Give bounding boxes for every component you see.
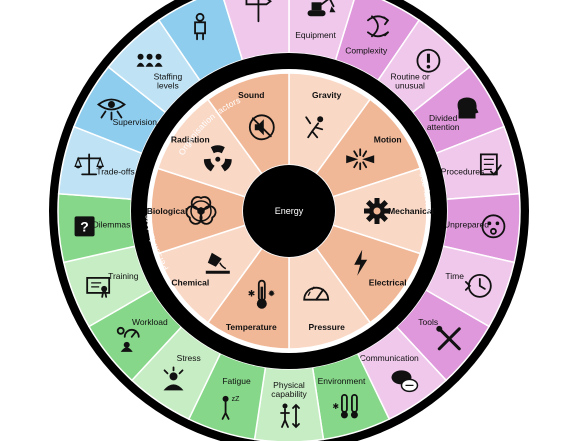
outer-factor-label: Unprepared: [444, 219, 489, 229]
outer-factor-label: Supervision: [113, 117, 158, 127]
certificate-icon: [86, 276, 111, 298]
worker-icon: [194, 12, 206, 41]
surprised-face-icon: [481, 214, 506, 239]
outer-segment-body-arrows: [253, 366, 325, 441]
svg-text:✱: ✱: [248, 289, 256, 299]
outer-factor-label: Tools: [418, 317, 438, 327]
energy-factor-label: Radiation: [171, 134, 210, 144]
complexity-arrows-icon: [367, 15, 389, 38]
outer-factor-label: Fatigue: [222, 376, 251, 386]
svg-text:?: ?: [80, 218, 89, 234]
gear-icon: [364, 198, 390, 224]
sleeping-person-icon: zZ: [221, 395, 241, 420]
thermometer-icon: ✱✹: [248, 279, 276, 309]
outer-factor-label: Workload: [132, 317, 168, 327]
biohazard-icon: [185, 196, 217, 225]
motion-arrows-icon: [346, 148, 375, 171]
svg-text:zZ: zZ: [232, 396, 241, 403]
energy-factor-label: Chemical: [171, 278, 209, 288]
svg-text:✱: ✱: [332, 402, 339, 411]
falling-person-icon: [305, 116, 324, 139]
outer-factor-label: Dilemmas: [93, 219, 131, 229]
stressed-person-icon: [163, 366, 184, 391]
outer-factor-label: Equipment: [295, 30, 336, 40]
outer-factor-label: Communication: [360, 353, 419, 363]
outer-factor-label: Trade-offs: [96, 166, 134, 176]
signpost-icon: [245, 0, 272, 23]
energy-factor-label: Pressure: [309, 322, 346, 332]
outer-factor-label: Time: [445, 271, 464, 281]
energy-factor-label: Gravity: [312, 90, 342, 100]
eye-icon: [96, 98, 126, 121]
head-icon: [457, 97, 479, 119]
energy-factor-label: Mechanical: [388, 206, 434, 216]
energy-center-label: Energy: [275, 206, 304, 216]
outer-factor-label: Environment: [318, 376, 366, 386]
radiation-icon: [203, 145, 232, 172]
energy-factor-label: Temperature: [226, 322, 277, 332]
pressure-gauge-icon: [303, 286, 330, 301]
energy-factor-label: Sound: [238, 90, 264, 100]
outer-factor-label: Procedures: [441, 166, 484, 176]
scales-icon: [74, 153, 105, 176]
checklist-icon: [479, 153, 502, 176]
thermometers-icon: ✱: [332, 393, 358, 419]
excavator-icon: [307, 0, 336, 17]
speech-bubbles-icon: [391, 370, 419, 393]
energy-factor-label: Biological: [147, 206, 188, 216]
outer-factor-label: Training: [108, 271, 139, 281]
exclamation-circle-icon: [416, 48, 441, 73]
lightning-icon: [354, 249, 368, 276]
energy-center-circle: [243, 165, 335, 257]
clock-icon: [464, 273, 492, 298]
outer-factor-label: Stress: [177, 353, 201, 363]
energy-center: Energy: [243, 165, 335, 257]
outer-factor-label: Complexity: [345, 46, 388, 56]
energy-factor-label: Electrical: [369, 278, 407, 288]
people-group-icon: [136, 53, 163, 67]
body-arrows-icon: [280, 403, 300, 429]
energy-factor-label: Motion: [374, 134, 402, 144]
chemical-spill-icon: [205, 252, 230, 274]
tools-icon: [436, 325, 461, 351]
svg-text:✹: ✹: [268, 289, 276, 299]
question-box-icon: ?: [74, 216, 95, 237]
workload-gauge-icon: [116, 326, 140, 352]
sound-muted-icon: [248, 114, 275, 141]
